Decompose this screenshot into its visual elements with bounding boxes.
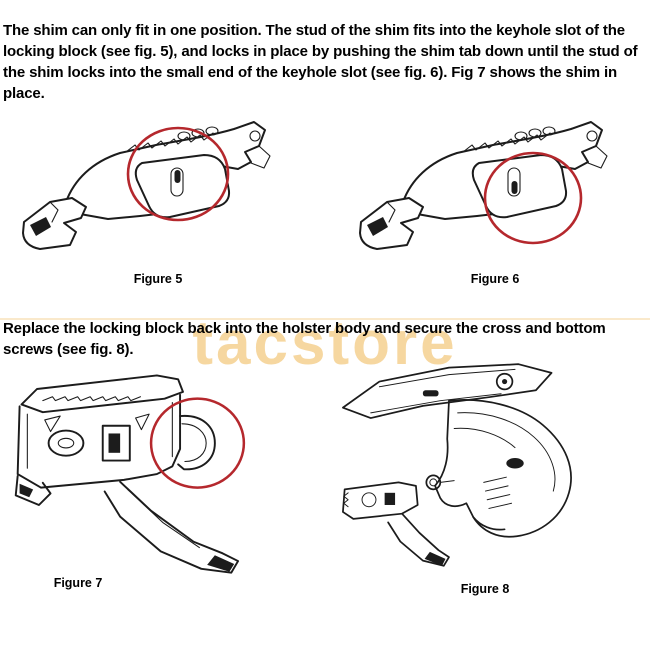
instruction-paragraph-1: The shim can only fit in one position. T… — [3, 22, 638, 102]
figure-5-caption: Figure 5 — [133, 272, 183, 286]
holster-body-diagram-fig8 — [292, 352, 632, 578]
watermark: tacstore — [192, 309, 458, 378]
annotation-circle — [126, 126, 230, 222]
locking-block-diagram-fig5 — [8, 106, 308, 266]
instruction-paragraph-2: Replace the locking block back into the … — [3, 320, 606, 358]
locking-block-diagram-fig6 — [345, 106, 645, 266]
figure-5 — [8, 106, 308, 266]
annotation-circle — [483, 151, 583, 245]
figure-8-caption: Figure 8 — [460, 582, 510, 596]
annotation-circle — [149, 397, 246, 489]
figure-7 — [8, 360, 298, 592]
shim-in-place-diagram-fig7 — [8, 360, 246, 592]
watermark-rule — [0, 318, 650, 320]
shim-stud — [174, 170, 181, 183]
figure-7-caption: Figure 7 — [53, 576, 103, 590]
figure-6 — [345, 106, 645, 266]
figure-8 — [292, 352, 632, 578]
figure-6-caption: Figure 6 — [470, 272, 520, 286]
shim-stud — [511, 181, 518, 194]
